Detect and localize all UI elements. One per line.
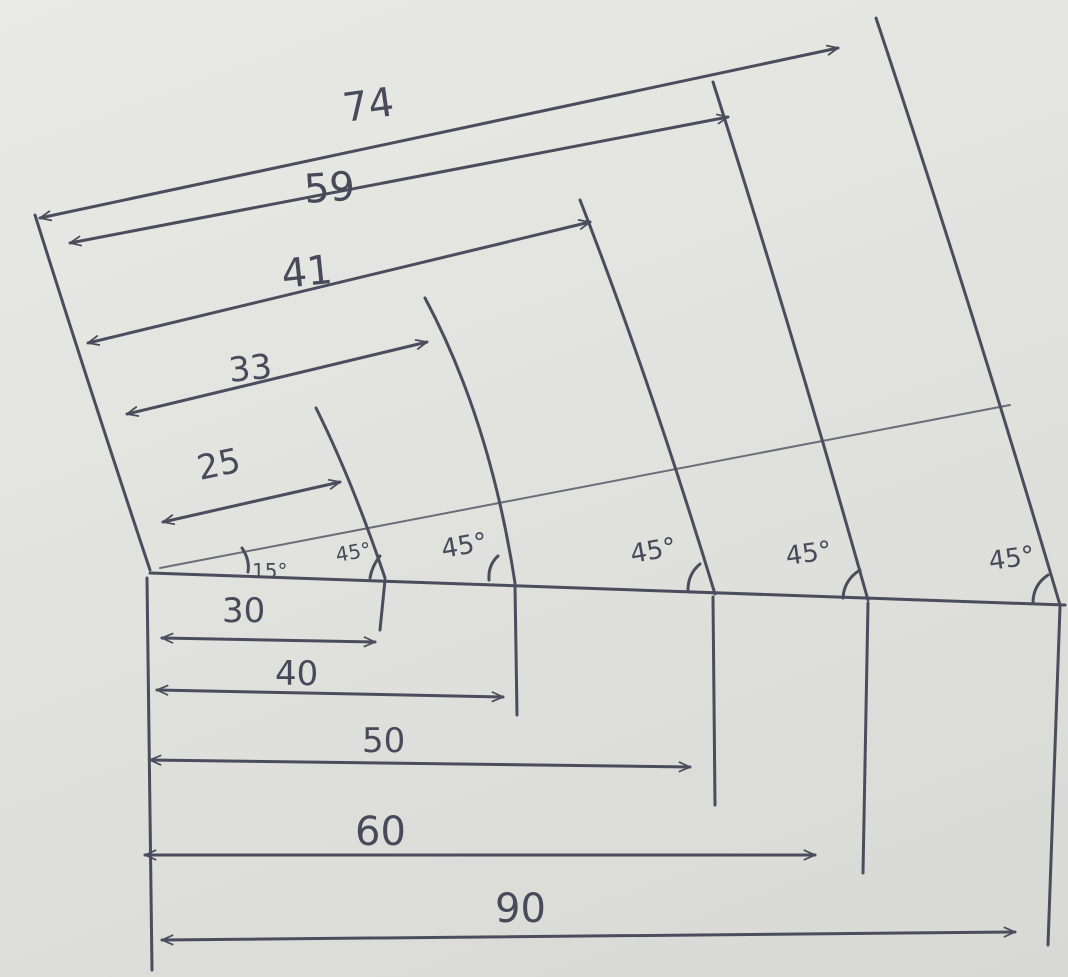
angle-arc-5: [1031, 573, 1050, 605]
arrow-40: [157, 690, 503, 697]
angle-label-15: 15°: [252, 559, 287, 583]
angle-label-1: 45°: [334, 537, 373, 567]
angle-label-5: 45°: [987, 541, 1037, 577]
lower-line-2: [513, 583, 519, 717]
label-41: 41: [279, 247, 334, 298]
arrow-90: [160, 932, 1017, 940]
label-60: 60: [355, 809, 406, 855]
angle-label-4: 45°: [784, 536, 834, 572]
label-59: 59: [302, 164, 356, 213]
label-74: 74: [340, 79, 397, 132]
upper-curve-3: [578, 198, 717, 596]
angle-arc-4: [841, 568, 862, 600]
upper-curve-5: [874, 16, 1062, 607]
label-30: 30: [222, 591, 265, 631]
angle-arc-2: [487, 554, 500, 582]
angle-label-3: 45°: [628, 532, 679, 570]
label-40: 40: [275, 654, 318, 694]
upper-curve-1: [314, 406, 387, 580]
arrow-74: [40, 48, 838, 218]
lower-line-3: [711, 595, 717, 807]
lower-line-1: [378, 578, 387, 632]
label-33: 33: [227, 347, 274, 391]
faint-construction-line: [159, 404, 1011, 569]
angle-label-2: 45°: [439, 527, 490, 565]
lower-line-4: [861, 601, 870, 875]
arrow-25: [163, 482, 340, 522]
left-edge-upper: [33, 213, 152, 572]
label-50: 50: [362, 721, 405, 761]
left-edge-lower: [145, 576, 154, 972]
angle-arc-15: [240, 546, 250, 574]
arrow-50: [148, 760, 692, 767]
diagonal-baseline: [148, 571, 1067, 607]
arrow-33: [127, 342, 427, 414]
arrow-59: [70, 117, 728, 243]
arrow-41: [88, 222, 590, 343]
lower-line-5: [1046, 605, 1062, 947]
angle-arc-1: [368, 554, 382, 580]
arrow-30: [162, 638, 375, 642]
label-90: 90: [495, 886, 546, 932]
label-25: 25: [194, 441, 245, 489]
upper-curve-4: [711, 80, 870, 602]
angle-arc-3: [686, 562, 702, 592]
